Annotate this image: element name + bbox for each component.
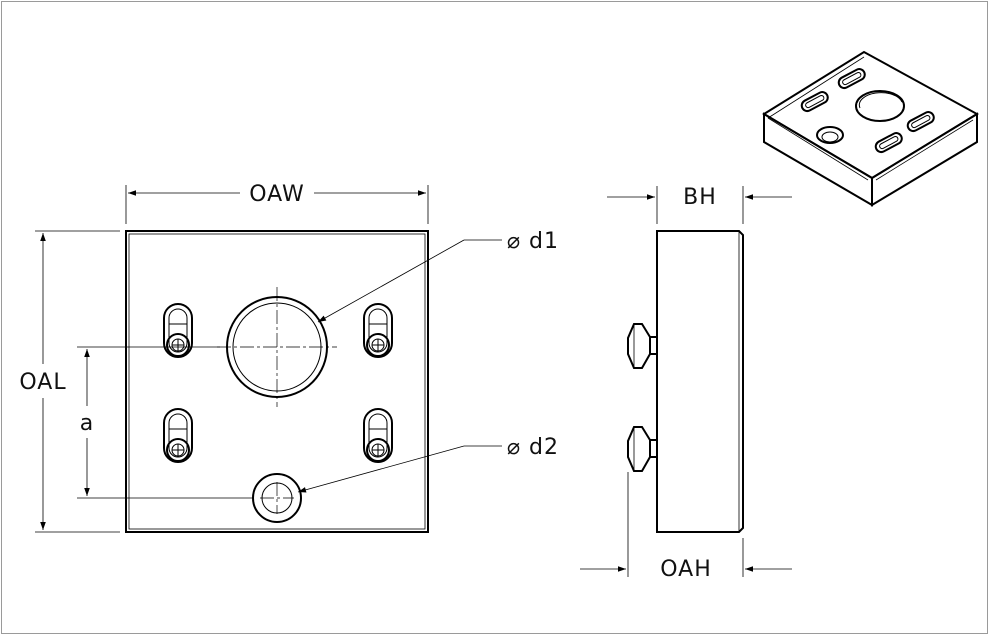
side-view [627,230,744,533]
dim-label-oal: OAL [19,370,66,395]
slot-screw-bottom-right [363,408,393,463]
slot-screw-top-right [363,303,393,358]
isometric-view [762,50,979,207]
iso-top-face [762,50,979,180]
dimensions-side: BH OAH [580,185,792,582]
hole-d2-outer [252,473,302,523]
diameter-symbol-d2: ⌀ [507,435,521,460]
t-nut-bottom [627,426,658,472]
dimensions-front: OAW OAL a ⌀ d1 ⌀ d2 [19,182,559,533]
front-view [125,230,429,533]
plate-outline [125,230,429,533]
slot-screw-bottom-left [163,408,193,463]
dim-label-a: a [80,411,94,436]
dim-label-oaw: OAW [249,182,305,207]
iso-left-face [763,112,873,207]
iso-right-face [871,112,978,207]
diameter-symbol-d1: ⌀ [507,229,521,254]
dim-label-bh: BH [683,185,717,210]
dim-label-oah: OAH [660,557,712,582]
side-block-outline [656,230,744,533]
plate-chamfer [128,233,426,530]
dim-label-d1: d1 [529,229,559,254]
slot-screw-top-left [163,303,193,358]
t-nut-top [627,323,658,369]
dim-label-d2: d2 [529,435,559,460]
